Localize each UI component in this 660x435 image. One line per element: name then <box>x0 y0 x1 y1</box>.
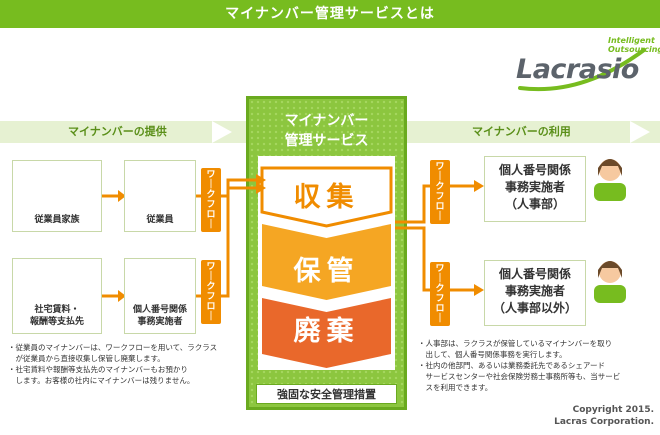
note-left-line: ・社宅賃料や報酬等支払先のマイナンバーもお預かり <box>8 365 188 374</box>
band-arrow-right-icon <box>630 121 650 143</box>
workflow-label-2: ワ｜クフロ｜ <box>206 262 216 322</box>
note-right-line: 出して、個人番号関係事務を実行します。 <box>418 350 567 359</box>
note-left-line: します。お客様の社内にマイナンバーは残りません。 <box>8 376 195 385</box>
page-title: マイナンバー管理サービスとは <box>225 6 435 22</box>
provide-label: マイナンバーの提供 <box>68 125 167 138</box>
hr-handler-box <box>484 156 586 222</box>
note-right-line: スを利用できます。 <box>418 383 493 392</box>
hr-handler-line2: 事務実施者 <box>504 180 565 194</box>
note-left-line: ・従業員のマイナンバーは、ワークフローを用いて、ラクラス <box>8 343 218 352</box>
employee-box <box>124 160 196 232</box>
logo-swoosh-icon <box>518 48 646 92</box>
non-hr-handler-line2: 事務実施者 <box>504 284 565 298</box>
workflow-tab-3 <box>430 160 450 224</box>
non-hr-handler-line3: （人事部以外） <box>492 301 577 315</box>
note-right-line: ・人事部は、ラクラスが保管しているマイナンバーを取り <box>418 339 613 348</box>
handler-label-1: 個人番号関係 <box>132 305 187 315</box>
workflow-tab-2 <box>201 260 221 324</box>
hr-staff-icon <box>594 159 626 201</box>
workflow-tab-1 <box>201 168 221 232</box>
band-arrow-left-icon <box>212 121 232 143</box>
payee-box <box>12 258 102 334</box>
use-label: マイナンバーの利用 <box>472 125 571 138</box>
logo-tagline-2: Outsourcing <box>608 45 660 54</box>
copyright: Copyright 2015. Lacras Corporation. <box>554 404 654 428</box>
panel-title-line2: 管理サービス <box>284 133 369 149</box>
workflow-label-4: ワ｜クフロ｜ <box>435 264 445 324</box>
employee-label: 従業員 <box>146 215 174 225</box>
stage-dispose-shape <box>262 298 391 368</box>
non-hr-handler-box <box>484 260 586 326</box>
note-right-line: ・社内の他部門、あるいは業務委託先であるシェアード <box>418 361 605 370</box>
handler-box <box>124 258 196 334</box>
stage-collect: 収集 <box>293 182 360 213</box>
family-box <box>12 160 102 232</box>
lacrasio-logo: Intelligent Outsourcing Lacrasio <box>512 36 660 92</box>
handler-label-2: 事務実施者 <box>137 317 183 327</box>
workflow-label-3: ワ｜クフロ｜ <box>435 162 445 222</box>
notes-right: ・人事部は、ラクラスが保管しているマイナンバーを取り 出して、個人番号関係事務を… <box>418 338 620 393</box>
hr-handler-line1: 個人番号関係 <box>498 163 571 177</box>
notes-left: ・従業員のマイナンバーは、ワークフローを用いて、ラクラス が従業員から直接収集し… <box>8 342 217 386</box>
security-measures-label: 強固な安全管理措置 <box>256 384 397 404</box>
note-right-line: サービスセンターや社会保険労務士事務所等も、当サービ <box>418 372 621 381</box>
non-hr-handler-line1: 個人番号関係 <box>498 267 571 281</box>
panel-title-line1: マイナンバー <box>284 113 369 129</box>
stage-store-shape <box>262 224 391 300</box>
note-left-line: が従業員から直接収集し保管し廃棄します。 <box>8 354 165 363</box>
payee-label-1: 社宅賃料・ <box>34 305 80 315</box>
workflow-label-1: ワ｜クフロ｜ <box>206 170 216 230</box>
stage-dispose: 廃棄 <box>293 316 360 347</box>
family-label: 従業員家族 <box>34 215 80 225</box>
hr-handler-line3: （人事部） <box>504 197 565 211</box>
workflow-tab-4 <box>430 262 450 326</box>
copyright-line2: Lacras Corporation. <box>554 417 654 427</box>
copyright-line1: Copyright 2015. <box>572 405 654 415</box>
logo-wordmark: Lacrasio <box>516 54 639 85</box>
payee-label-2: 報酬等支払先 <box>29 317 84 327</box>
logo-tagline-1: Intelligent <box>608 36 655 45</box>
stage-store: 保管 <box>293 256 360 287</box>
non-hr-staff-icon <box>594 261 626 303</box>
header-bar <box>0 0 660 28</box>
stage-collect-shape <box>260 166 393 228</box>
